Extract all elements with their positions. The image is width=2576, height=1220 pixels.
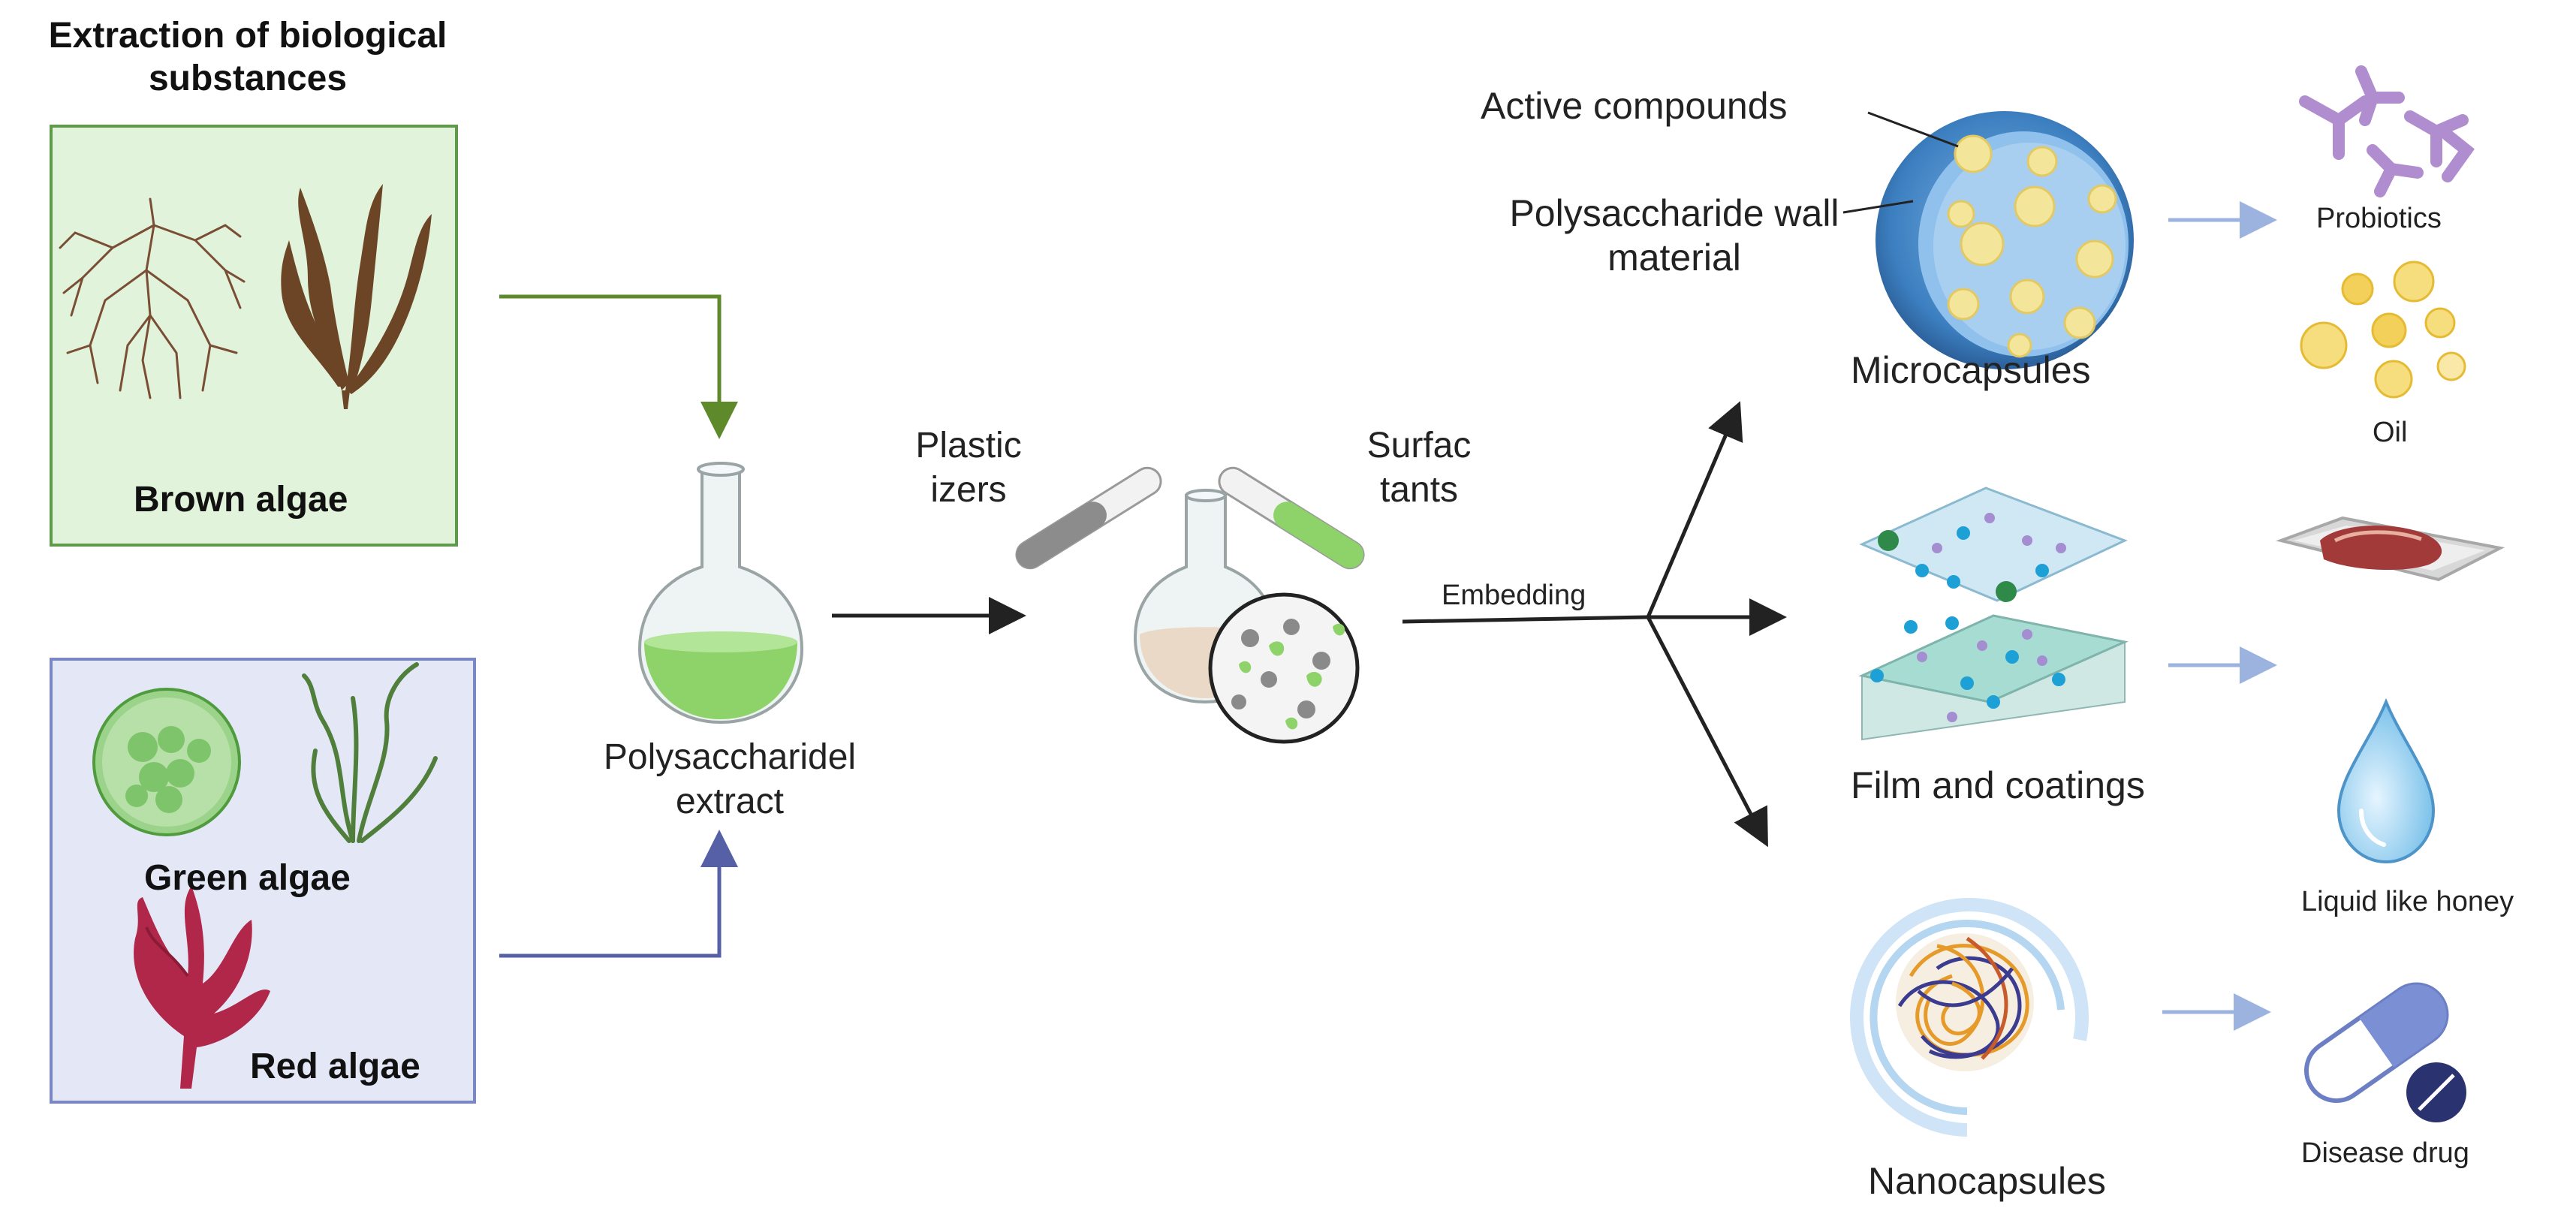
probiotics-label: Probiotics <box>2316 203 2442 234</box>
film-coatings-icon <box>1858 486 2129 741</box>
brown-algae-label: Brown algae <box>134 480 348 520</box>
honey-drop-icon <box>2336 697 2436 864</box>
microcapsule-icon <box>1876 111 2134 369</box>
green-red-to-flask-arrow <box>499 830 738 958</box>
embedding-stem-line <box>1402 615 1649 624</box>
film-coatings-label: Film and coatings <box>1851 764 2145 806</box>
to-nanocapsules-arrow <box>1646 616 1768 848</box>
polysaccharide-flask-icon <box>637 462 804 724</box>
oil-droplets-icon <box>2300 261 2466 399</box>
diagram-title: Extraction of biological substances <box>48 16 447 98</box>
embedding-label: Embedding <box>1442 580 1586 611</box>
to-microcapsules-arrow <box>1646 401 1743 618</box>
red-algae-illustration <box>134 886 270 1089</box>
surfactants-label: Surfac tants <box>1366 426 1472 510</box>
disease-drug-label: Disease drug <box>2301 1137 2469 1169</box>
brown-kelp-illustration <box>281 184 432 409</box>
plasticizer-test-tube-icon <box>1015 466 1162 570</box>
mixture-magnifier-icon <box>1208 592 1360 744</box>
brown-algae-roots-illustration <box>59 197 246 399</box>
surfactant-test-tube-icon <box>1218 466 1365 570</box>
green-algae-label: Green algae <box>144 858 351 898</box>
drug-capsule-icon <box>2303 982 2466 1122</box>
green-algae-cell-illustration <box>92 688 241 836</box>
nanocapsule-icon <box>1850 898 2089 1137</box>
packaged-meat-icon <box>2276 516 2505 582</box>
oil-label: Oil <box>2373 417 2408 448</box>
polysaccharide-extract-label: Polysaccharidel extract <box>603 737 857 821</box>
green-seaweed-strands-illustration <box>302 662 438 843</box>
plasticizers-label: Plastic izers <box>915 426 1022 510</box>
probiotics-icon <box>2299 65 2475 197</box>
nanocapsules-label: Nanocapsules <box>1868 1160 2106 1202</box>
honey-label: Liquid like honey <box>2301 886 2514 917</box>
active-compounds-callout-line <box>1867 111 1959 148</box>
wall-material-callout-line <box>1842 200 1914 214</box>
wall-material-label: Polysaccharide wall material <box>1509 192 1839 279</box>
red-algae-label: Red algae <box>250 1047 420 1086</box>
brown-to-flask-arrow <box>499 294 738 439</box>
active-compounds-label: Active compounds <box>1481 85 1788 127</box>
microcapsules-label: Microcapsules <box>1851 349 2091 391</box>
